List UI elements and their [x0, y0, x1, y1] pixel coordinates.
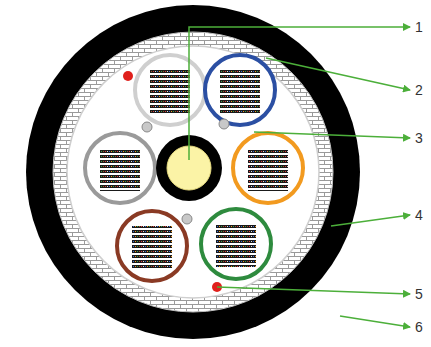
callout-number: 3 [415, 130, 423, 146]
ripcord [123, 71, 133, 81]
outer-jacket [26, 5, 360, 339]
callout-number: 2 [415, 82, 423, 98]
loose-tubes [85, 55, 303, 281]
callout-number: 5 [415, 286, 423, 302]
callout-number: 1 [415, 19, 423, 35]
callout-number: 4 [415, 207, 423, 223]
inner-sheath [67, 46, 319, 298]
armour-layer [53, 32, 333, 312]
leader-lines [189, 27, 410, 327]
callout-number: 6 [415, 319, 423, 335]
filler-rods [142, 119, 229, 224]
fiber-ribbons [100, 70, 288, 269]
